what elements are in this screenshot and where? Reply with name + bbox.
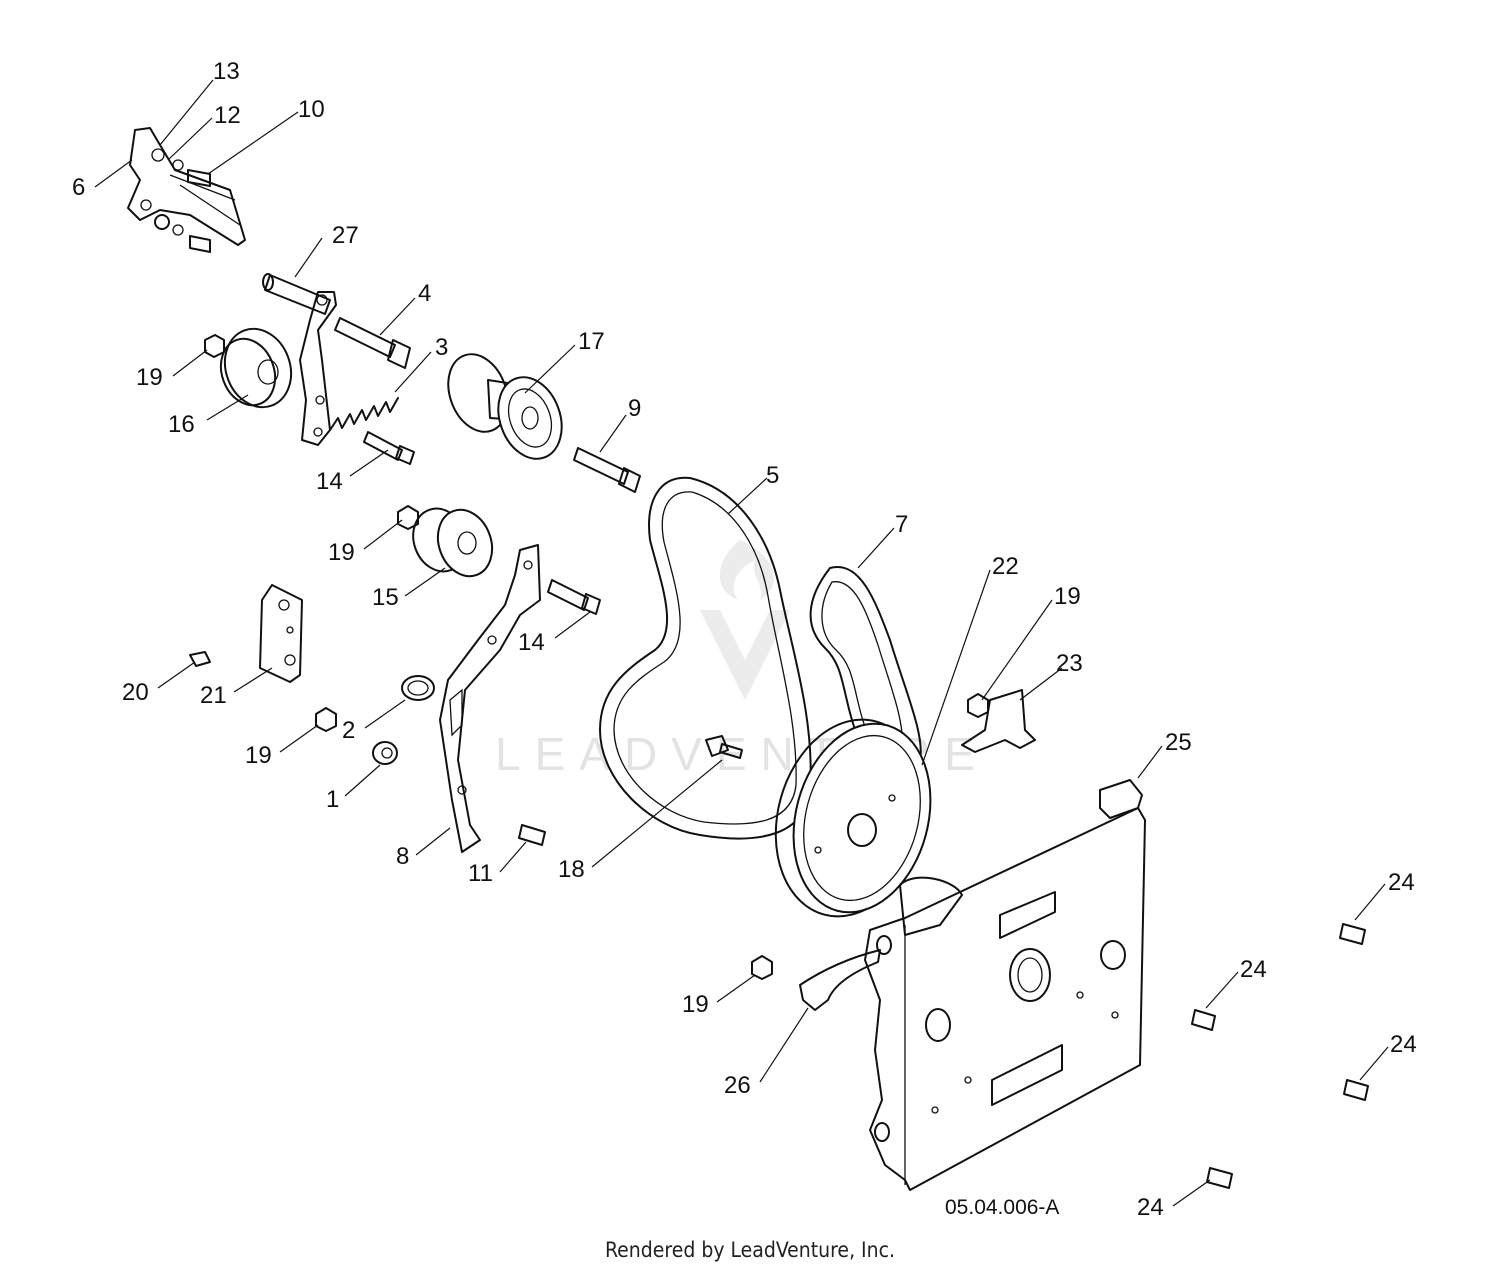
part-spring-2 [401,675,435,701]
callout-1: 1 [326,786,339,813]
part-belt-5-inner [613,491,797,825]
callout-4: 4 [418,280,431,307]
part-bolt-14b [547,579,601,615]
part-bushing-1 [372,741,398,765]
callout-9: 9 [628,395,641,422]
callout-22: 22 [992,553,1019,580]
part-nut-19d [967,693,989,718]
callout-15: 15 [372,584,399,611]
callout-5: 5 [766,462,779,489]
part-nut-19a [204,334,225,358]
callout-23: 23 [1056,650,1083,677]
callout-19a: 19 [136,364,163,391]
callout-11: 11 [468,860,493,887]
callout-19d: 19 [245,742,272,769]
part-bracket-23 [961,689,1036,753]
part-idler-arm [299,291,337,446]
part-pulley-17 [447,353,563,460]
callout-12: 12 [214,102,241,129]
part-belt-5 [599,476,812,840]
part-pulley-22 [774,718,932,918]
render-credit: Rendered by LeadVenture, Inc. [605,1238,895,1262]
callout-17: 17 [578,328,605,355]
watermark-logo-icon [700,610,790,700]
callout-19c: 19 [1054,583,1081,610]
part-bracket-assembly [127,127,246,253]
part-bolt-11 [518,824,546,846]
callout-25: 25 [1165,729,1192,756]
callout-3: 3 [435,334,448,361]
callout-14b: 14 [518,629,545,656]
part-belt-7-inner [821,581,904,749]
part-main-plate [864,779,1146,1191]
callout-21: 21 [200,682,227,709]
part-axle-rod [262,273,331,315]
part-stud-18 [705,735,743,759]
callout-19b: 19 [328,539,355,566]
callout-24b: 24 [1240,956,1267,983]
callout-27: 27 [332,222,359,249]
part-bolt-4 [334,317,411,369]
callout-14a: 14 [316,468,343,495]
callout-13: 13 [213,58,240,85]
part-spring-3 [329,397,399,431]
callout-7: 7 [895,511,908,538]
part-nut-19c [315,707,337,732]
diagram-reference-code: 05.04.006-A [945,1196,1059,1219]
callout-20: 20 [122,679,149,706]
watermark-flame-icon [719,540,774,600]
callout-16: 16 [168,411,195,438]
callout-24a: 24 [1388,869,1415,896]
callout-24d: 24 [1137,1194,1164,1221]
callout-6: 6 [72,174,85,201]
callout-26: 26 [724,1072,751,1099]
callout-18: 18 [558,856,585,883]
callout-2: 2 [342,717,355,744]
part-pulley-15 [412,507,494,578]
callout-19e: 19 [682,991,709,1018]
part-nut-19b [397,505,419,530]
callout-10: 10 [298,96,325,123]
part-bolt-14a [363,431,415,465]
leader-lines [94,79,1389,1207]
callout-numbers: 13 12 10 6 27 4 3 17 19 16 14 9 5 7 19 1… [72,58,1417,1221]
part-bracket-26 [799,949,881,1011]
part-bolt-9 [573,447,641,493]
part-plate-21 [259,584,303,683]
part-nut-19e [751,955,773,980]
callout-8: 8 [396,843,409,870]
part-bolts-24 [1191,923,1369,1189]
part-pulley-16 [219,327,293,409]
callout-24c: 24 [1390,1031,1417,1058]
part-idler-arm-8 [439,544,541,853]
